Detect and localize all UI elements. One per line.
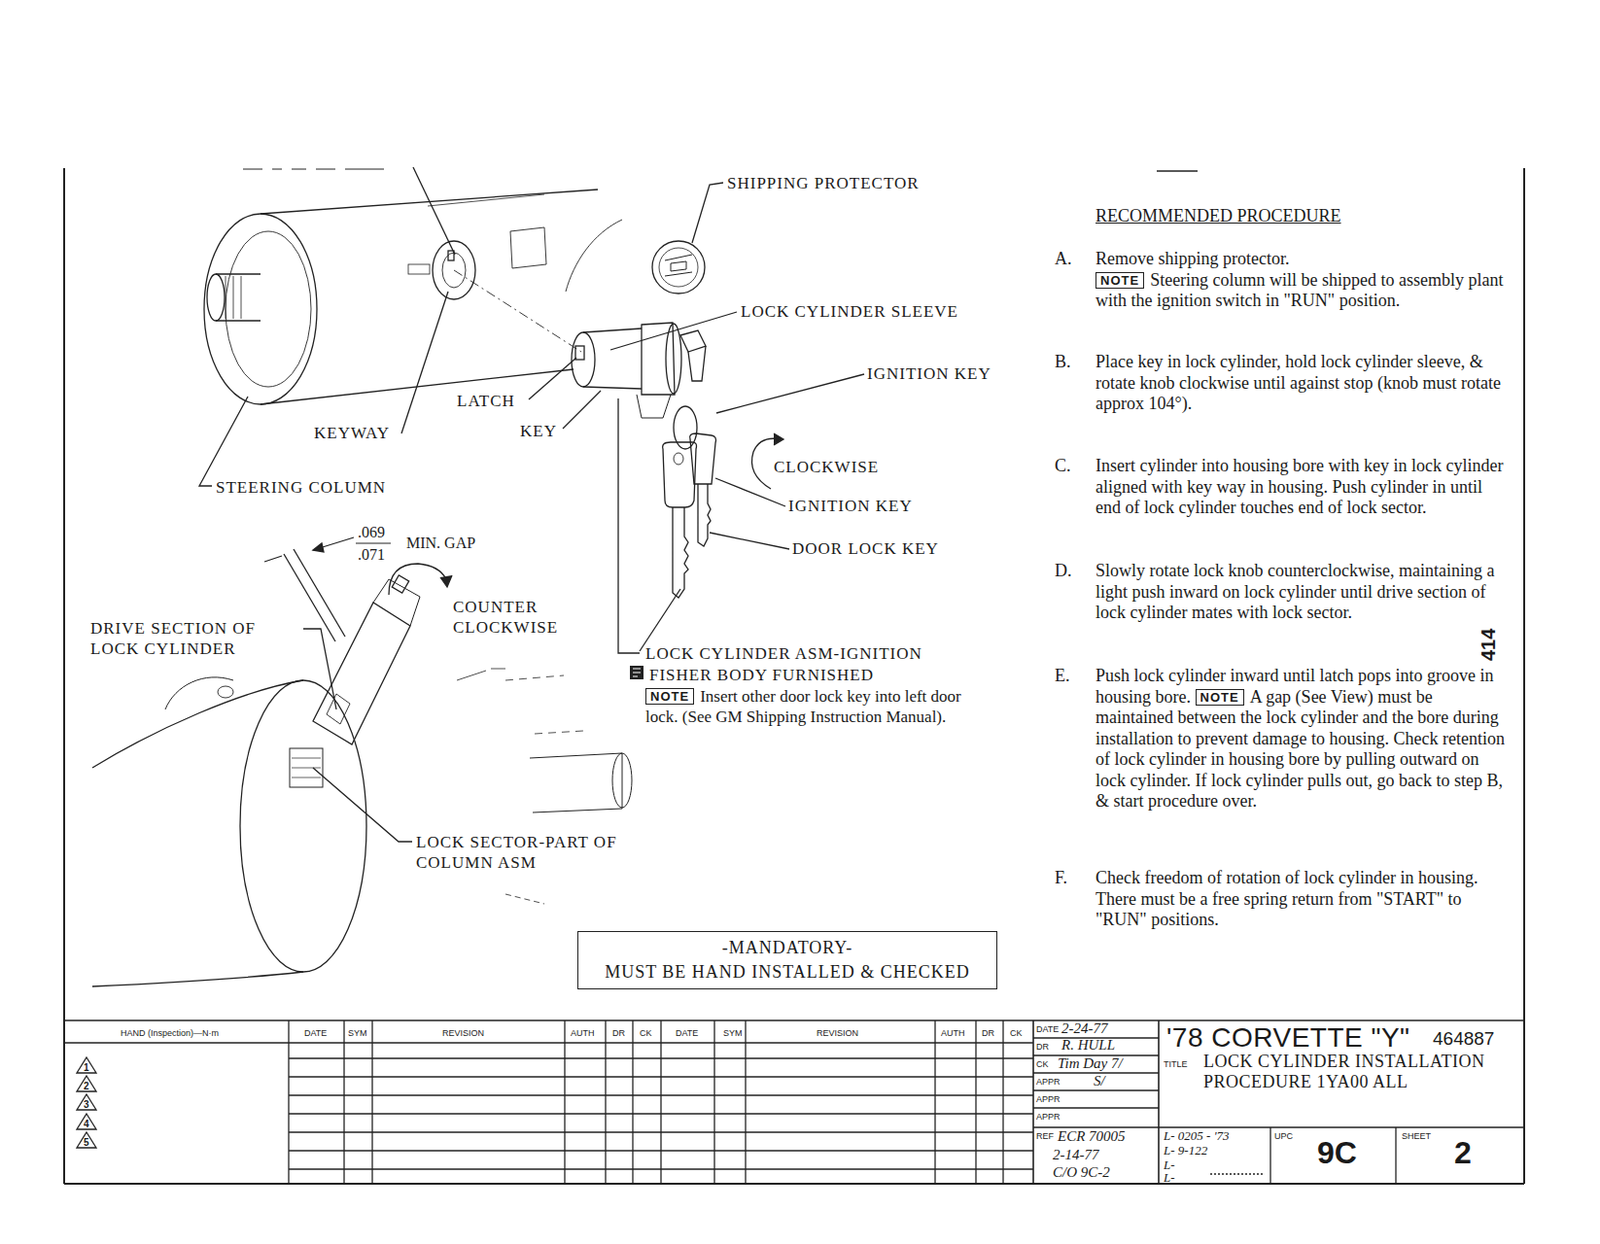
part-label: 5 [83, 1137, 90, 1148]
procedure-text: Place key in lock cylinder, hold lock cy… [1095, 351, 1509, 416]
part-label: KEYWAY [313, 422, 390, 444]
part-label: CLOCKWISE [773, 456, 879, 478]
note-box: NOTE [645, 688, 695, 705]
part-label: APPR [1036, 1112, 1061, 1123]
part-label: IGNITION KEY [867, 363, 992, 384]
note-text: NOTE [1200, 690, 1240, 705]
part-label: F. [1054, 868, 1068, 890]
part-label: .071 [357, 546, 385, 564]
part-label: 414 [1477, 628, 1499, 661]
fisher-body-symbol [629, 665, 644, 680]
part-label: LOCK CYLINDER SLEEVE [740, 301, 959, 322]
procedure-text: NOTEInsert other door lock key into left… [645, 686, 981, 728]
step-text: Check freedom of rotation of lock cylind… [1095, 868, 1478, 930]
part-label: CK [1009, 1028, 1023, 1040]
part-label: B. [1054, 351, 1072, 374]
part-label: E. [1054, 665, 1071, 688]
part-label: REF [1036, 1131, 1054, 1143]
part-label: 2 [1454, 1135, 1472, 1171]
part-label: 2-24-77 [1061, 1020, 1109, 1038]
part-label: 2-14-77 [1052, 1147, 1100, 1164]
part-label: C. [1054, 455, 1072, 478]
part-label: LOCK CYLINDER INSTALLATION PROCEDURE 1YA… [1203, 1051, 1486, 1093]
part-label: SYM [723, 1028, 743, 1040]
part-label: L- 0205 - '73 [1163, 1128, 1229, 1144]
mandatory-text: MUST BE HAND INSTALLED & CHECKED [586, 960, 989, 985]
part-label: L- 9-122 [1163, 1143, 1208, 1158]
part-label: C/O 9C-2 [1052, 1164, 1111, 1182]
part-label: DATE [304, 1028, 327, 1040]
part-label: SHEET [1401, 1131, 1431, 1143]
part-label: DR [612, 1028, 626, 1040]
step-text: Insert other door lock key into left doo… [645, 687, 962, 727]
procedure-text: Slowly rotate lock knob counterclockwise… [1095, 560, 1509, 625]
part-label: HAND (Inspection)—N·m [120, 1028, 219, 1040]
step-text: Place key in lock cylinder, hold lock cy… [1095, 351, 1501, 414]
part-label: 1 [83, 1062, 90, 1074]
part-label: RECOMMENDED PROCEDURE [1095, 206, 1342, 228]
part-label: DR [981, 1028, 995, 1040]
part-label: IGNITION KEY [788, 495, 913, 517]
note-text: NOTE [1100, 273, 1140, 288]
part-label: LOCK SECTOR-PART OF COLUMN ASM [416, 832, 628, 873]
mandatory-box: -MANDATORY-MUST BE HAND INSTALLED & CHEC… [577, 931, 998, 990]
part-label: COUNTER CLOCKWISE [452, 596, 590, 638]
part-label: 3 [83, 1099, 90, 1111]
part-label: 9C [1317, 1135, 1357, 1171]
part-label: ECR 70005 [1057, 1128, 1126, 1146]
part-label: DATE [1036, 1024, 1059, 1036]
note-box: NOTE [1195, 689, 1245, 706]
part-label: L- [1163, 1170, 1176, 1185]
mandatory-text: -MANDATORY- [586, 936, 989, 961]
part-label: L- [1163, 1157, 1176, 1173]
step-text: Insert cylinder into housing bore with k… [1095, 455, 1503, 518]
part-label: .069 [357, 523, 385, 542]
part-label: CK [1036, 1059, 1049, 1071]
part-label: 464887 [1432, 1028, 1495, 1050]
part-label: CK [639, 1028, 653, 1040]
part-label: AUTH [940, 1028, 966, 1040]
part-label: APPR [1036, 1077, 1061, 1088]
procedure-text: Remove shipping protector. NOTESteering … [1095, 248, 1509, 313]
part-label: DATE [675, 1028, 698, 1040]
part-label: AUTH [570, 1028, 595, 1040]
procedure-text: Insert cylinder into housing bore with k… [1095, 455, 1509, 520]
step-text: Slowly rotate lock knob counterclockwise… [1095, 560, 1495, 623]
part-label: REVISION [816, 1028, 859, 1040]
part-label: SYM [347, 1028, 368, 1040]
part-label: KEY [520, 420, 557, 442]
part-label: UPC [1274, 1131, 1293, 1143]
part-label: Tim Day 7/ [1057, 1055, 1123, 1073]
procedure-text: Push lock cylinder inward until latch po… [1095, 665, 1509, 813]
part-label: R. HULL [1061, 1037, 1115, 1054]
part-label: REVISION [442, 1028, 485, 1040]
part-label: DRIVE SECTION OF LOCK CYLINDER [90, 618, 303, 660]
part-label: TITLE [1163, 1059, 1188, 1071]
part-label: APPR [1036, 1094, 1061, 1106]
part-label: SHIPPING PROTECTOR [727, 173, 920, 194]
part-label: 4 [83, 1118, 90, 1130]
step-text: Remove shipping protector. [1095, 248, 1509, 271]
part-label: A. [1054, 248, 1073, 271]
part-label: D. [1054, 560, 1073, 583]
part-label: DOOR LOCK KEY [792, 538, 940, 559]
note-text: NOTE [650, 689, 690, 704]
part-label: MIN. GAP [406, 534, 476, 553]
part-label: '78 CORVETTE "Y" [1166, 1022, 1411, 1054]
part-label: STEERING COLUMN [215, 477, 386, 498]
part-label: LOCK CYLINDER ASM-IGNITION [645, 643, 923, 664]
part-label: S/ [1093, 1073, 1106, 1090]
note-box: NOTE [1095, 272, 1145, 289]
part-label: FISHER BODY FURNISHED [649, 664, 874, 686]
step-text: Steering column will be shipped to assem… [1095, 270, 1504, 312]
part-label: DR [1036, 1042, 1049, 1053]
procedure-text: Check freedom of rotation of lock cylind… [1095, 868, 1509, 932]
part-label: LATCH [456, 390, 516, 412]
part-label: 2 [83, 1080, 90, 1092]
